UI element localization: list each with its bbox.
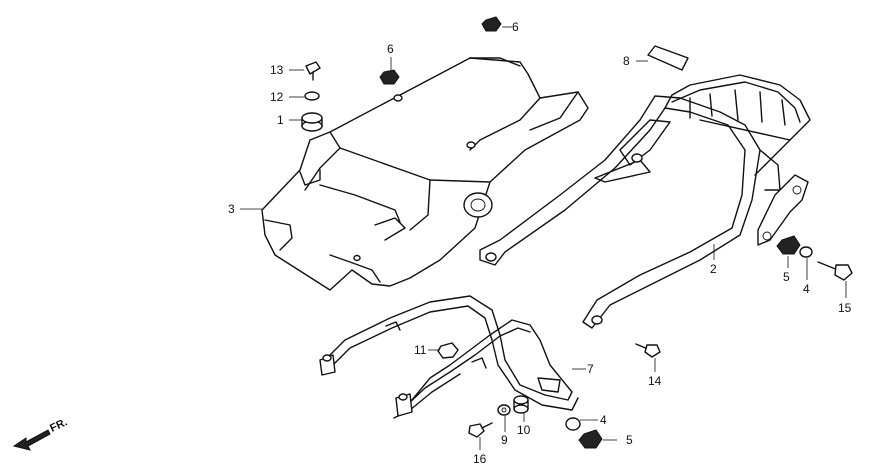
callout-9: 9 <box>501 433 508 447</box>
grommet-part-10 <box>513 395 529 414</box>
callout-13: 13 <box>270 63 284 77</box>
bolt-part-16 <box>468 422 493 438</box>
bolt-part-14 <box>635 343 661 358</box>
bolt-part-13 <box>305 61 321 81</box>
callout-8: 8 <box>623 54 630 68</box>
leader-lines <box>240 26 847 450</box>
grommet-part-1 <box>301 112 323 132</box>
callout-6-top: 6 <box>512 20 519 34</box>
callout-14: 14 <box>648 374 662 388</box>
callout-16: 16 <box>473 452 487 466</box>
callout-11: 11 <box>414 343 427 357</box>
callout-3: 3 <box>228 202 235 216</box>
callout-6-left: 6 <box>387 42 394 56</box>
bolt-part-15 <box>817 261 853 281</box>
collar-part-9 <box>497 404 511 416</box>
callout-4-bottom: 4 <box>600 413 607 427</box>
callout-5-right: 5 <box>783 270 790 284</box>
callout-2: 2 <box>710 262 717 276</box>
rear-fender-part-3 <box>261 57 589 291</box>
callout-5-bottom: 5 <box>626 433 633 447</box>
front-direction-arrow: FR. <box>12 416 69 451</box>
washer-part-12 <box>304 91 320 101</box>
nut-part-6-top <box>481 16 502 32</box>
callout-12: 12 <box>270 90 284 104</box>
callout-15: 15 <box>838 301 852 315</box>
callout-4-right: 4 <box>803 282 810 296</box>
nut-part-11 <box>437 342 459 359</box>
washer-part-4-right <box>799 246 813 258</box>
nut-part-6-left <box>379 69 400 85</box>
grab-rail-part-2 <box>479 74 811 329</box>
nut-part-5-right <box>776 235 801 255</box>
front-direction-label: FR. <box>48 416 69 434</box>
callout-1: 1 <box>277 113 284 127</box>
callout-7: 7 <box>587 362 594 376</box>
callout-10: 10 <box>517 423 531 437</box>
callout-labels: 13 12 1 3 6 6 8 2 5 4 15 11 7 14 4 5 9 1… <box>228 20 852 466</box>
bracket-part-7 <box>319 295 579 419</box>
emblem-part-8 <box>647 45 689 71</box>
washer-part-4-bottom <box>565 417 581 431</box>
nut-part-5-bottom <box>578 429 603 449</box>
